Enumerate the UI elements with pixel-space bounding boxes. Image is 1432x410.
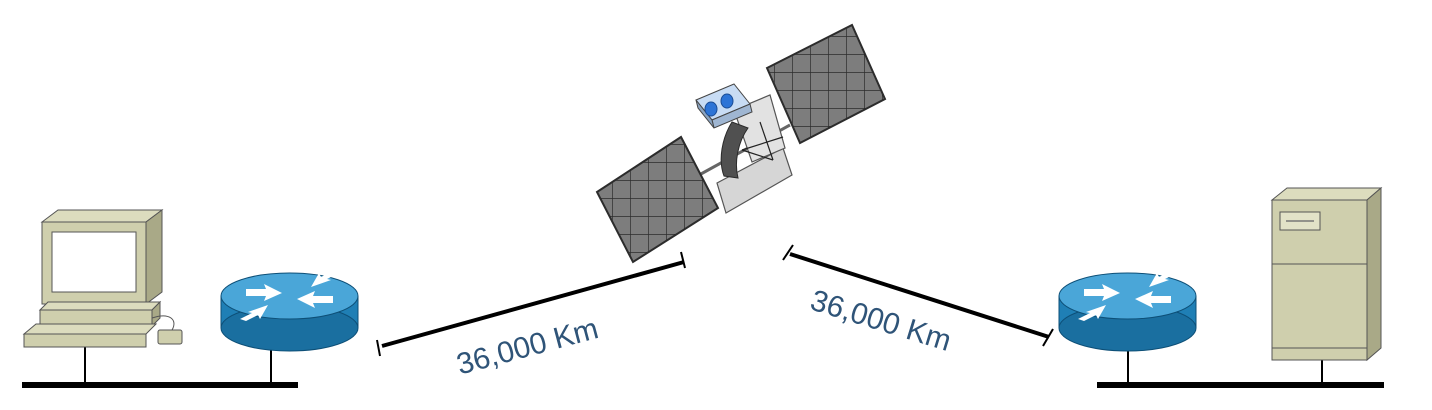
left-site — [22, 209, 359, 388]
server-icon — [1270, 186, 1383, 362]
right-site — [1058, 186, 1384, 388]
left-router-icon — [220, 271, 359, 352]
right-solar-panel — [765, 23, 887, 145]
right-distance-label: 36,000 Km — [807, 284, 955, 358]
left-solar-panel — [595, 135, 720, 264]
satellite-icon — [595, 23, 887, 264]
left-distance-link: 36,000 Km — [376, 251, 686, 382]
right-router-icon — [1058, 271, 1197, 352]
left-distance-label: 36,000 Km — [453, 312, 602, 381]
workstation-icon — [22, 209, 183, 348]
right-distance-link: 36,000 Km — [782, 244, 1054, 358]
